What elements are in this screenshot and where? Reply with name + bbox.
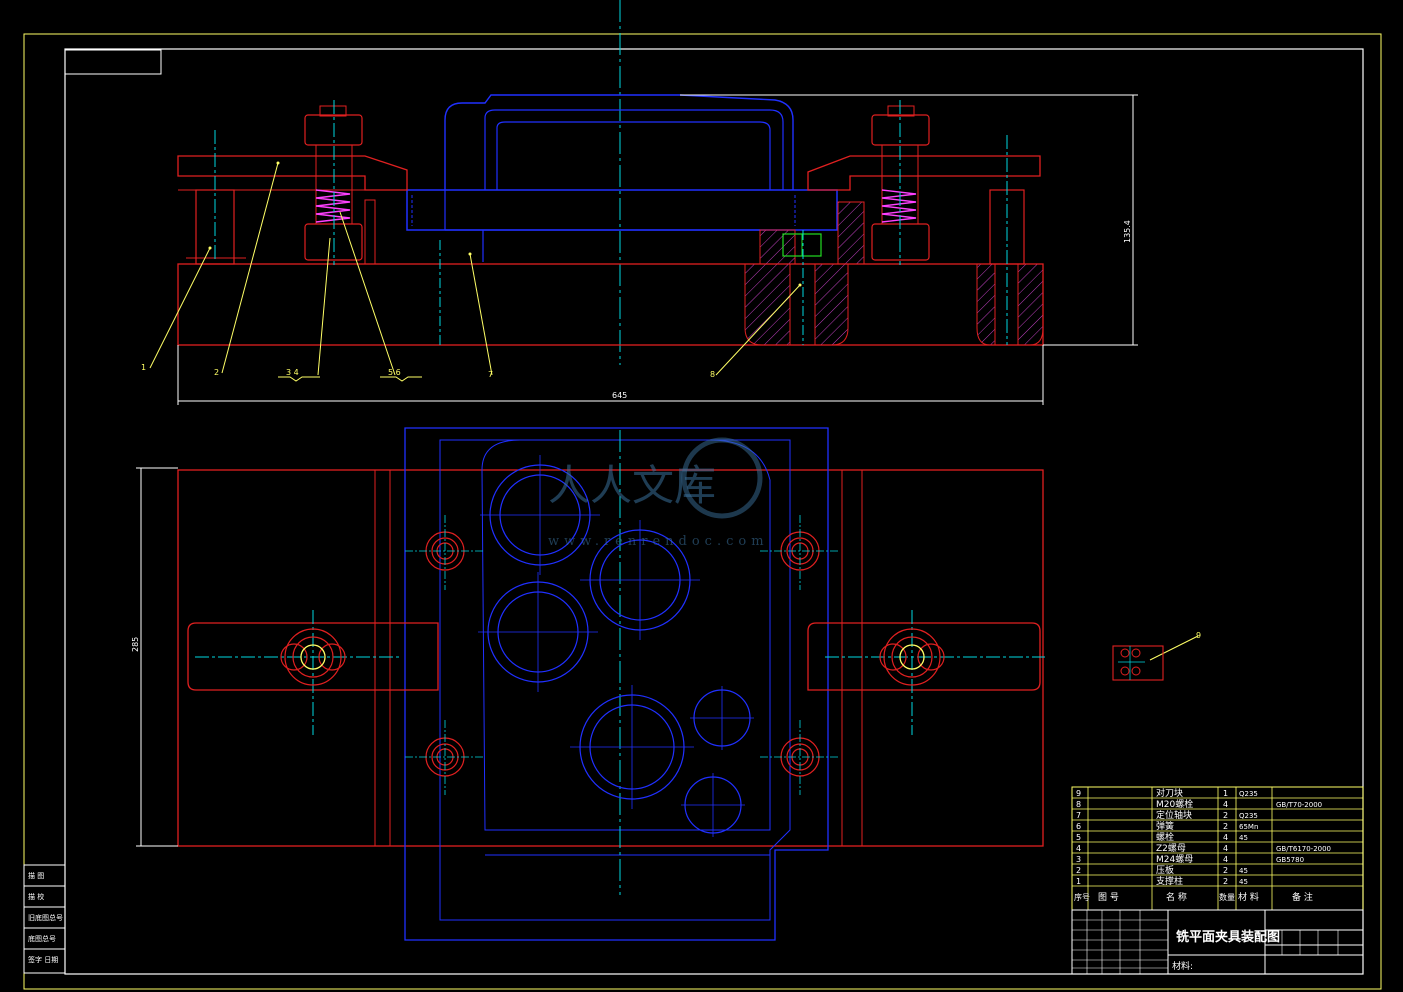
leaders bbox=[149, 162, 1199, 661]
bom-row-remark: GB/T6170-2000 bbox=[1276, 845, 1331, 853]
bom-row-no: 4 bbox=[1076, 844, 1081, 853]
bom-row-material: 45 bbox=[1239, 878, 1248, 886]
callout-3-4: 3 4 bbox=[286, 368, 299, 377]
corner-bolt-centerlines bbox=[405, 515, 840, 795]
bom-row-no: 5 bbox=[1076, 833, 1081, 842]
bom-row-remark: GB5780 bbox=[1276, 856, 1304, 864]
bom-row-qty: 2 bbox=[1223, 877, 1228, 886]
bom-row-no: 7 bbox=[1076, 811, 1081, 820]
bom-row-name: 对刀块 bbox=[1156, 787, 1183, 799]
sheet-frame bbox=[23, 33, 1382, 990]
left-row-1: 描 图 bbox=[28, 871, 44, 880]
bom-row-name: 定位轴块 bbox=[1156, 809, 1192, 821]
dim-overall-height: 135.4 bbox=[1123, 220, 1132, 243]
bom-row-remark: GB/T70-2000 bbox=[1276, 801, 1322, 809]
left-spring bbox=[315, 189, 351, 223]
bom-row-material: 45 bbox=[1239, 867, 1248, 875]
left-row-5: 签字 日期 bbox=[28, 955, 58, 964]
bom-row-qty: 2 bbox=[1223, 811, 1228, 820]
watermark: 人人文库 www.renrendoc.com bbox=[548, 437, 769, 549]
workpiece-bores bbox=[487, 464, 751, 834]
material-label: 材料: bbox=[1172, 960, 1193, 972]
clamp-nuts bbox=[280, 628, 945, 686]
bom-row-material: 45 bbox=[1239, 834, 1248, 842]
callout-8: 8 bbox=[710, 370, 715, 379]
front-view: 645 135.4 1 2 3 4 5 6 7 8 9 bbox=[141, 0, 1201, 661]
bom-row-name: Z2螺母 bbox=[1156, 843, 1186, 854]
bom-row-no: 3 bbox=[1076, 855, 1081, 864]
bom-header-code: 图 号 bbox=[1098, 892, 1119, 903]
bom-row-material: Q235 bbox=[1239, 790, 1258, 798]
left-signature-table: 描 图 描 校 旧底图总号 底图总号 签字 日期 bbox=[23, 864, 66, 974]
bom-row-qty: 2 bbox=[1223, 822, 1228, 831]
watermark-url: www.renrendoc.com bbox=[548, 534, 769, 549]
dim-plan-height: 285 bbox=[131, 637, 140, 652]
plan-view: 285 bbox=[131, 427, 1045, 941]
detail-part-9 bbox=[1112, 645, 1164, 681]
callout-5-6: 5 6 bbox=[388, 368, 401, 377]
bom-header-material: 材 料 bbox=[1238, 891, 1259, 903]
bom-row-qty: 2 bbox=[1223, 866, 1228, 875]
bom-row-no: 8 bbox=[1076, 800, 1081, 809]
callout-7: 7 bbox=[488, 370, 493, 379]
bom-row-name: 螺栓 bbox=[1156, 831, 1174, 843]
bom-header-qty: 数量 bbox=[1219, 892, 1235, 902]
bom-row-name: M24螺母 bbox=[1156, 854, 1193, 865]
bom-row-qty: 4 bbox=[1223, 833, 1228, 842]
title-block: 铣平面夹具装配图 材料: bbox=[1071, 909, 1364, 975]
bom-row-no: 6 bbox=[1076, 822, 1081, 831]
bom-header-no: 序号 bbox=[1074, 892, 1090, 902]
bom-row-no: 1 bbox=[1076, 877, 1081, 886]
bom-row-qty: 4 bbox=[1223, 800, 1228, 809]
bom-row-material: 65Mn bbox=[1239, 823, 1258, 831]
bom-header-name: 名 称 bbox=[1166, 891, 1187, 903]
bom-row-name: 压板 bbox=[1156, 864, 1174, 876]
bom-row-name: M20螺栓 bbox=[1156, 798, 1193, 810]
callout-2: 2 bbox=[214, 368, 219, 377]
left-row-2: 描 校 bbox=[28, 892, 44, 901]
bom-row-qty: 4 bbox=[1223, 844, 1228, 853]
callout-1: 1 bbox=[141, 363, 146, 372]
dim-overall-width: 645 bbox=[612, 391, 627, 400]
left-row-3: 旧底图总号 bbox=[28, 913, 63, 922]
bom-row-material: Q235 bbox=[1239, 812, 1258, 820]
bom-row-no: 2 bbox=[1076, 866, 1081, 875]
bom-row-name: 弹簧 bbox=[1156, 820, 1174, 832]
bore-centerlines bbox=[478, 455, 754, 837]
corner-bolts bbox=[425, 531, 820, 777]
right-spring bbox=[881, 189, 917, 223]
bom-header-remark: 备 注 bbox=[1292, 891, 1313, 903]
bom-row-name: 支撑柱 bbox=[1156, 875, 1183, 887]
left-row-4: 底图总号 bbox=[28, 934, 56, 943]
bom-row-no: 9 bbox=[1076, 789, 1081, 798]
bom-row-qty: 4 bbox=[1223, 855, 1228, 864]
bom-row-qty: 1 bbox=[1223, 789, 1228, 798]
callout-9: 9 bbox=[1196, 631, 1201, 640]
watermark-title: 人人文库 bbox=[548, 461, 716, 510]
drawing-title: 铣平面夹具装配图 bbox=[1176, 929, 1280, 945]
